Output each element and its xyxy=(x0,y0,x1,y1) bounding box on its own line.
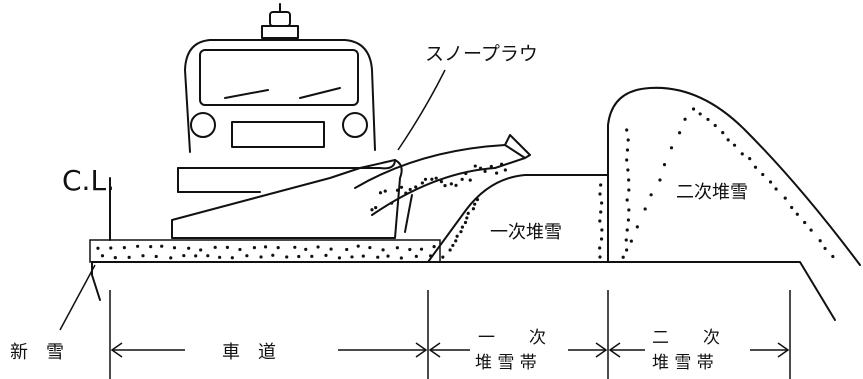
secondary-zone-label-top: 二 次 xyxy=(652,328,720,348)
secondary-pile-label: 二次堆雪 xyxy=(676,182,748,203)
plow-truck xyxy=(171,3,403,239)
primary-pile-label: 一次堆雪 xyxy=(490,222,562,243)
secondary-snow-pile: 二次堆雪 xyxy=(607,86,861,266)
secondary-zone-label-bottom: 堆 雪 帯 xyxy=(652,353,714,373)
primary-snow-pile: 一次堆雪 xyxy=(427,174,609,263)
centerline-label: C.L. xyxy=(62,164,115,197)
snow-stream-arrow xyxy=(354,134,531,233)
new-snow-layer xyxy=(89,239,445,263)
new-snow-label: 新 雪 xyxy=(10,342,64,363)
plow-label: スノープラウ xyxy=(425,43,538,65)
zone-dimensions xyxy=(109,290,791,379)
ground-profile xyxy=(91,261,836,321)
roadway-label: 車 道 xyxy=(222,342,276,363)
primary-zone-label-bottom: 堆 雪 帯 xyxy=(475,353,537,373)
primary-zone-label-top: 一 次 xyxy=(478,328,546,348)
